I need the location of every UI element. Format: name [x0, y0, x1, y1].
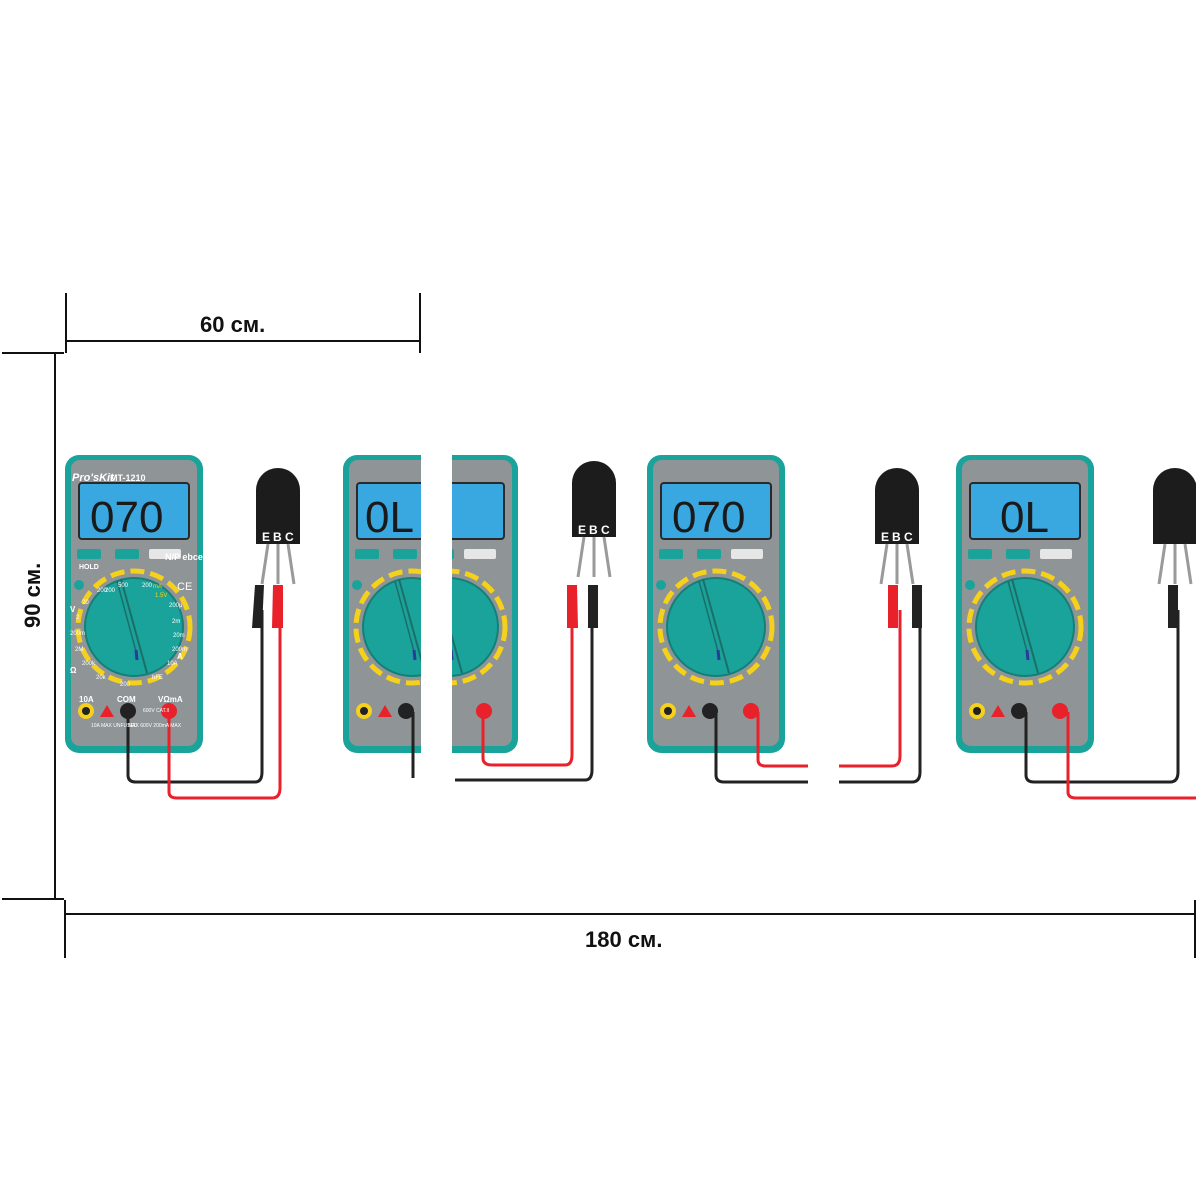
port-label-vohm: VΩmA [158, 695, 183, 704]
range-label: 200k [82, 661, 96, 667]
range-label: 200 [142, 583, 153, 589]
pin-label-e: E [262, 530, 270, 544]
port-note-10a: 10A MAX UNFUSED [91, 723, 138, 729]
panel-1 [65, 455, 481, 800]
pin-label-c: C [285, 530, 294, 544]
range-label: 200 [120, 682, 131, 688]
left-tick-bottom [2, 898, 64, 900]
left-dimension-line [54, 353, 56, 900]
display-reading-3: 070 [672, 493, 745, 542]
range-label: 200μ [169, 603, 183, 609]
pin-label-b: B [273, 530, 282, 544]
range-label: 2 [76, 615, 80, 621]
bottom-dimension-line [65, 913, 1196, 915]
range-label: mA [153, 584, 162, 590]
range-label: 2m [172, 619, 180, 625]
range-label: V [70, 605, 76, 614]
range-label: 200 [105, 588, 116, 594]
brand-label: Pro'sKit [72, 472, 115, 484]
range-label: 10A [167, 661, 178, 667]
top-dimension-line [65, 340, 420, 342]
np-label: N/P ebce [165, 552, 203, 562]
model-label: MT-1210 [110, 473, 146, 483]
hold-label: HOLD [79, 564, 99, 571]
pin-label-b: B [589, 523, 598, 537]
pin-label-e: E [881, 530, 889, 544]
panel-2 [380, 455, 808, 784]
range-label: A [177, 652, 183, 661]
range-label: 20m [173, 633, 185, 639]
transistor [873, 466, 921, 586]
range-label: 2M [75, 647, 83, 653]
transistor [1151, 466, 1196, 586]
pin-label-e: E [578, 523, 586, 537]
pin-label-b: B [892, 530, 901, 544]
display-reading-2: 0L [365, 493, 414, 542]
range-label: 500 [118, 583, 129, 589]
top-tick-left [65, 293, 67, 353]
transistor [570, 459, 618, 579]
pin-label-c: C [904, 530, 913, 544]
range-label: 200 [97, 588, 108, 594]
total-width-label: 180 см. [585, 927, 663, 952]
panel-3 [839, 455, 1196, 800]
pin-label-c: C [601, 523, 610, 537]
bottom-tick-right [1194, 900, 1196, 958]
range-label: 200m [172, 647, 187, 653]
ce-mark: CE [177, 581, 192, 593]
bottom-tick-left [64, 900, 66, 958]
range-label: 1.5V [155, 593, 167, 599]
left-tick-top [2, 352, 64, 354]
display-reading-1: 070 [90, 493, 163, 542]
panel-width-label: 60 см. [200, 312, 266, 337]
range-label: Ω [70, 666, 77, 675]
port-label-10a: 10A [79, 695, 94, 704]
port-note-vohm: MAX 600V 200mA MAX [128, 723, 182, 729]
range-label: 200m [70, 631, 85, 637]
transistor [254, 466, 302, 586]
display-reading-4: 0L [1000, 493, 1049, 542]
range-label: hFE [152, 675, 163, 681]
range-label: 20 [82, 600, 89, 606]
range-label: 20k [96, 675, 107, 681]
port-rating: 600V CAT.II [143, 708, 169, 714]
top-tick-right [419, 293, 421, 353]
port-label-com: COM [117, 695, 136, 704]
